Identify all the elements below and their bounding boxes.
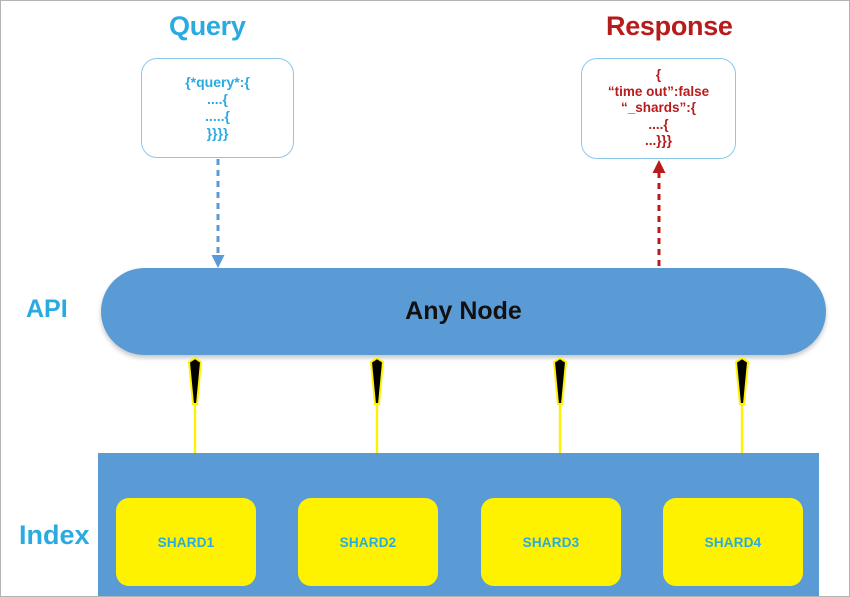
shard-label-3: SHARD3 [522, 534, 580, 550]
query-code-line-2: ....{ [206, 90, 228, 107]
shard-box-2: SHARD2 [298, 498, 438, 586]
shard-label-2: SHARD2 [339, 534, 397, 550]
shard-box-1: SHARD1 [116, 498, 256, 586]
response-title: Response [606, 11, 733, 41]
shard-label-1: SHARD1 [157, 534, 215, 550]
response-code-line-1: { [655, 67, 662, 83]
query-code-line-3: .....{ [205, 108, 230, 124]
response-code-line-5: ...}}} [644, 133, 672, 149]
index-label: Index [19, 520, 90, 550]
shard-label-4: SHARD4 [704, 534, 762, 550]
response-code-box: { “time out”:false “_shards”:{ ....{ ...… [581, 58, 736, 159]
query-code-line-4: }}}} [206, 125, 229, 142]
response-code-line-3: “_shards”:{ [620, 100, 697, 116]
response-code-line-4: ....{ [648, 116, 669, 132]
query-dashed-arrow-icon [211, 159, 225, 268]
shard-box-3: SHARD3 [481, 498, 621, 586]
query-code-line-1: {*query*:{ [185, 73, 250, 90]
any-node-bar: Any Node [101, 268, 826, 355]
query-code-box: {*query*:{ ....{ .....{ }}}} [141, 58, 294, 158]
response-dashed-arrow-icon [652, 160, 666, 269]
response-code-line-2: “time out”:false [607, 83, 710, 99]
api-label: API [26, 295, 68, 323]
query-title: Query [169, 11, 246, 41]
any-node-label: Any Node [405, 297, 522, 325]
shard-box-4: SHARD4 [663, 498, 803, 586]
